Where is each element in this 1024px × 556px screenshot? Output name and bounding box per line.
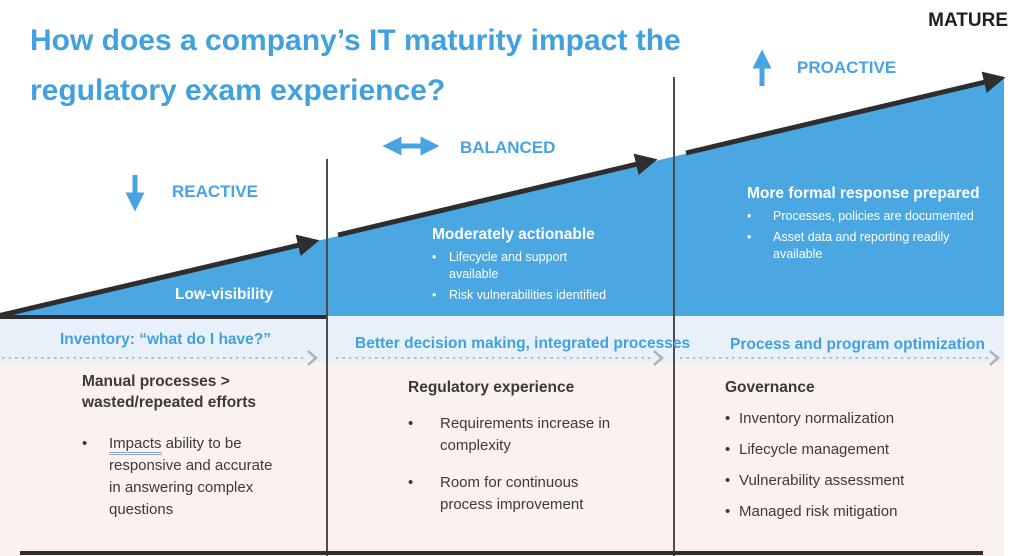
bullet-text: Room for continuous process improvement [440, 474, 584, 513]
column-divider-1 [326, 159, 328, 556]
bullet-text: Risk vulnerabilities identified [449, 288, 607, 302]
list-item: • Managed risk mitigation [725, 502, 965, 522]
bullet-text: Lifecycle management [739, 441, 890, 458]
list-item: • Processes, policies are documented [747, 208, 985, 225]
bullet-icon: • [725, 441, 731, 458]
bullet-icon: • [725, 410, 731, 427]
bullet-text: Vulnerability assessment [739, 472, 905, 489]
left-right-arrow-icon [382, 136, 440, 156]
moderately-actionable-heading: Moderately actionable [432, 226, 595, 243]
list-item: • Requirements increase in complexity [408, 413, 648, 457]
bullet-text: Lifecycle and support available [449, 250, 568, 281]
bullet-text: Managed risk mitigation [739, 503, 898, 520]
list-item: • Impacts ability to be responsive and a… [82, 433, 282, 521]
list-item: • Inventory normalization [725, 409, 965, 429]
bullet-icon: • [408, 474, 414, 491]
formal-response-block: More formal response prepared • Processe… [747, 185, 985, 267]
list-item: • Lifecycle management [725, 440, 965, 460]
bullet-text: Requirements increase in complexity [440, 415, 611, 454]
page-title: How does a company’s IT maturity impact … [30, 24, 681, 107]
bullet-icon: • [408, 415, 414, 432]
bullet-text: Impacts ability to be responsive and acc… [109, 433, 281, 521]
growth-arrow-segment-1 [0, 234, 320, 318]
bullet-icon: • [432, 250, 437, 264]
band-label-inventory: Inventory: “what do I have?” [60, 331, 271, 348]
down-arrow-icon [125, 175, 145, 212]
governance-block: Governance • Inventory normalization • L… [725, 377, 965, 533]
bullet-icon: • [725, 472, 731, 489]
moderately-actionable-block: Moderately actionable • Lifecycle and su… [432, 226, 647, 308]
list-item: • Room for continuous process improvemen… [408, 472, 648, 516]
bullet-icon: • [747, 230, 752, 244]
band-label-optimization: Process and program optimization [730, 336, 985, 353]
up-arrow-icon [752, 49, 772, 86]
bullet-text-rest: ability to be responsive and accurate in… [109, 435, 273, 518]
list-item: • Asset data and reporting readily avail… [747, 229, 985, 263]
dotted-arrow-2 [336, 350, 664, 366]
regulatory-experience-heading: Regulatory experience [408, 379, 575, 396]
bullet-icon: • [725, 503, 731, 520]
formal-response-heading: More formal response prepared [747, 185, 980, 202]
governance-heading: Governance [725, 379, 815, 396]
bullet-text: Processes, policies are documented [773, 209, 974, 223]
column-divider-2 [673, 77, 675, 556]
stage-label-balanced: BALANCED [460, 138, 556, 157]
bullet-text: Asset data and reporting readily availab… [773, 230, 950, 261]
dotted-arrow-1 [2, 350, 318, 366]
bottom-baseline [20, 551, 983, 555]
pale-band [0, 316, 1004, 363]
pink-panel [0, 363, 1004, 556]
manual-processes-heading: Manual processes > wasted/repeated effor… [82, 373, 256, 411]
bullet-icon: • [432, 288, 437, 302]
stage-label-proactive: PROACTIVE [797, 58, 897, 77]
stage-label-reactive: REACTIVE [172, 182, 258, 201]
list-item: • Lifecycle and support available [432, 249, 647, 283]
underlined-word: Impacts [109, 435, 162, 455]
growth-arrow-segment-2 [337, 153, 658, 238]
band-label-decision: Better decision making, integrated proce… [355, 335, 691, 352]
regulatory-experience-block: Regulatory experience • Requirements inc… [408, 377, 648, 516]
list-item: • Risk vulnerabilities identified [432, 287, 647, 304]
dotted-arrow-3 [680, 350, 1000, 366]
bullet-icon: • [747, 209, 752, 223]
manual-processes-block: Manual processes > wasted/repeated effor… [82, 371, 282, 521]
bullet-icon: • [82, 435, 88, 452]
bullet-text: Inventory normalization [739, 410, 895, 427]
low-visibility-label: Low-visibility [175, 286, 274, 303]
mature-label: MATURE [928, 10, 1008, 31]
list-item: • Vulnerability assessment [725, 471, 965, 491]
